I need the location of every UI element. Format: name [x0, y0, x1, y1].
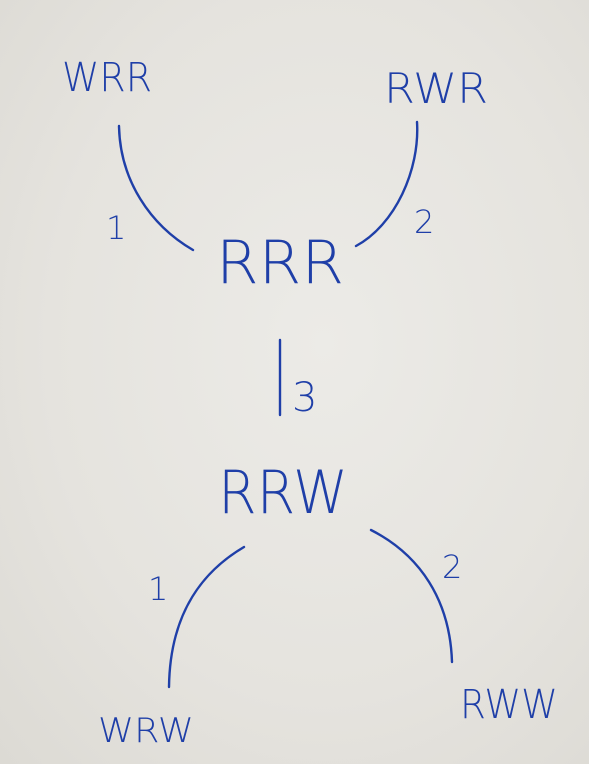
edge-rwr-rrr [354, 120, 419, 248]
edge-rrw-rww [369, 528, 454, 664]
edge-label-rrw-rww: 2 [442, 548, 462, 586]
edge-rrw-wrw [167, 545, 246, 689]
node-wrr: WRR [62, 55, 152, 101]
node-rrw: RRW [218, 458, 348, 528]
node-rrr: RRR [216, 228, 344, 298]
edge-label-rrr-rrw: 3 [292, 375, 317, 421]
edge-wrr-rrr [117, 124, 195, 252]
node-rwr: RWR [384, 64, 488, 113]
node-rww: RWW [460, 682, 558, 728]
node-wrw: WRW [98, 711, 194, 751]
edge-label-wrr-rrr: 1 [106, 209, 126, 247]
edge-label-rrw-wrw: 1 [148, 570, 168, 608]
edge-label-rwr-rrr: 2 [414, 203, 434, 241]
